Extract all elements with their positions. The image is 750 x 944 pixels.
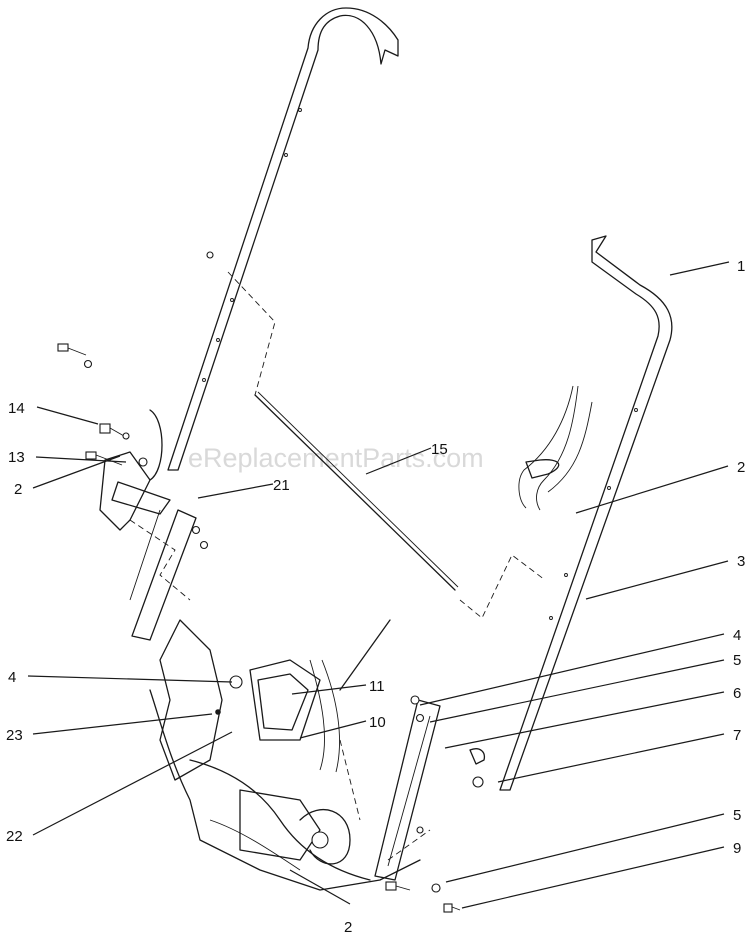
top-nut: [206, 251, 214, 259]
bolt-9: [443, 903, 461, 913]
right-bracket-assembly: [374, 695, 486, 913]
callout-15: 15: [431, 441, 448, 458]
callout-22: 22: [6, 828, 23, 845]
left-bracket-assembly: [57, 343, 243, 781]
callout-13: 13: [8, 449, 25, 466]
bolt-left-mid: [57, 343, 93, 369]
callout-5-lower: 5: [733, 807, 741, 824]
callout-1: 1: [737, 258, 745, 275]
callout-9: 9: [733, 840, 741, 857]
callout-3: 3: [737, 553, 745, 570]
callout-4-right: 4: [733, 627, 741, 644]
callout-6: 6: [733, 685, 741, 702]
cable-harness: [518, 385, 593, 511]
callout-2-bottom: 2: [344, 919, 352, 936]
callout-21: 21: [273, 477, 290, 494]
callout-10: 10: [369, 714, 386, 731]
callout-labels: 1 2 3 4 5 6 7 5 9 2 21 15 14 13 4 23 11 …: [6, 258, 745, 936]
callout-2-right: 2: [737, 459, 745, 476]
bolt-right-bottom: [385, 881, 411, 891]
callout-4-left: 4: [8, 669, 16, 686]
callout-5-upper: 5: [733, 652, 741, 669]
leader-lines: [27, 261, 730, 909]
callout-2-left: 2: [14, 481, 22, 498]
callout-23: 23: [6, 727, 23, 744]
callout-11: 11: [369, 678, 385, 695]
control-cable: [227, 271, 546, 619]
bolt-14: [99, 423, 130, 440]
callout-7: 7: [733, 727, 741, 744]
mower-deck-housing: [149, 619, 421, 891]
upper-handle-left: [167, 7, 399, 471]
upper-handle-right: [499, 235, 673, 791]
bolt-left-top: [85, 451, 123, 466]
callout-14: 14: [8, 400, 25, 417]
